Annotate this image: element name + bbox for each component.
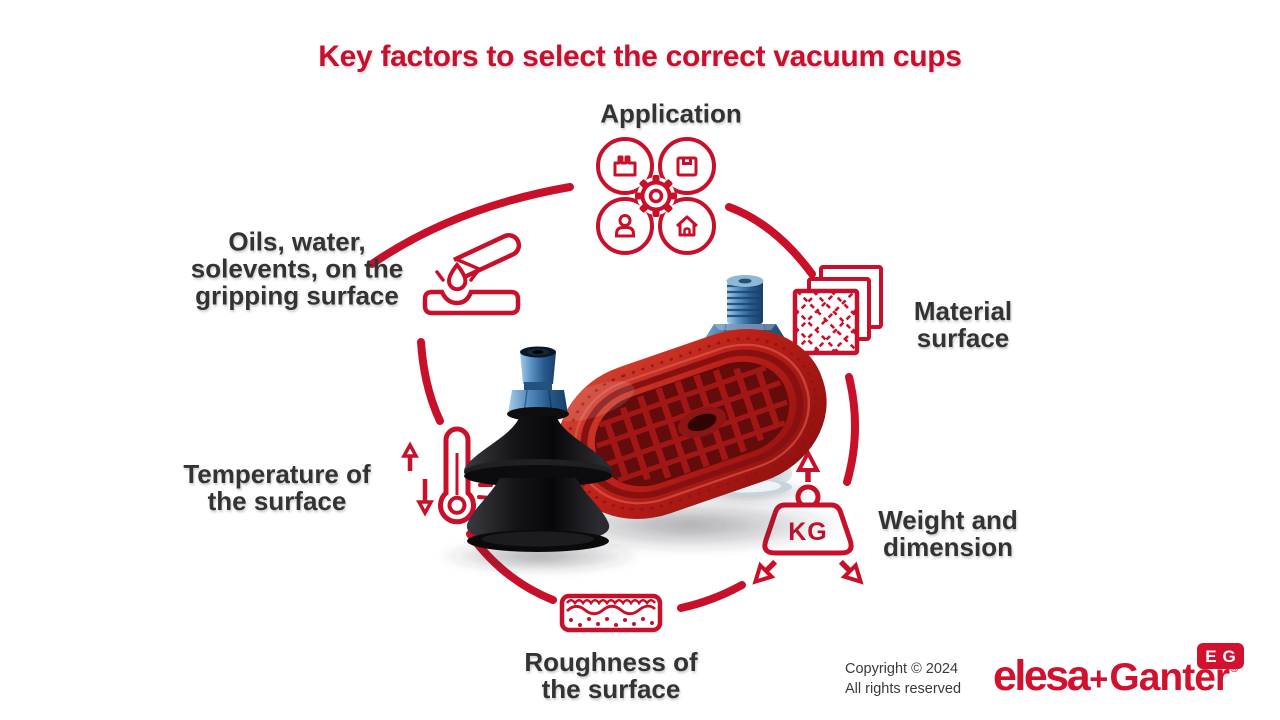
registered-mark: ® xyxy=(1230,663,1239,675)
factor-label-weight: Weight and dimension xyxy=(878,505,1018,562)
arrow-down-right xyxy=(838,559,864,585)
black-bellows-suction-cup xyxy=(464,346,612,552)
product-group xyxy=(438,275,845,574)
factory-glyph xyxy=(613,155,637,177)
logo-elesa: elesa xyxy=(993,652,1091,700)
surface-dip-glyph xyxy=(422,289,521,316)
material-surface-icon xyxy=(792,265,883,356)
factor-label-application: Application xyxy=(600,98,742,129)
dashed-circle xyxy=(368,183,860,612)
gear-glyph xyxy=(635,175,677,217)
arrow-down-left xyxy=(752,559,778,585)
factor-label-oils: Oils, water, solevents, on the gripping … xyxy=(190,226,404,311)
person-glyph xyxy=(615,214,635,238)
grain-dots xyxy=(569,617,654,627)
liquid-drop-icon xyxy=(422,233,522,316)
arrow-down-small xyxy=(416,479,434,517)
arrow-up-small xyxy=(401,441,419,471)
page-title: Key factors to select the correct vacuum… xyxy=(318,40,962,73)
droplet-glyph xyxy=(446,261,468,292)
application-icon xyxy=(596,137,716,255)
arrow-up xyxy=(795,448,821,482)
test-tube-glyph xyxy=(452,233,522,281)
copyright-notice: Copyright © 2024 All rights reserved xyxy=(845,661,962,697)
factor-label-temperature: Temperature of the surface xyxy=(183,459,371,516)
logo-plus: + xyxy=(1089,660,1109,697)
surface-roughness-icon xyxy=(559,593,663,633)
red-oval-suction-cup xyxy=(554,329,827,519)
house-glyph xyxy=(675,215,699,237)
package-glyph xyxy=(676,156,698,177)
factor-label-material: Material surface xyxy=(913,296,1013,353)
factor-label-roughness: Roughness of the surface xyxy=(524,647,698,704)
hatch-pattern xyxy=(794,290,858,354)
